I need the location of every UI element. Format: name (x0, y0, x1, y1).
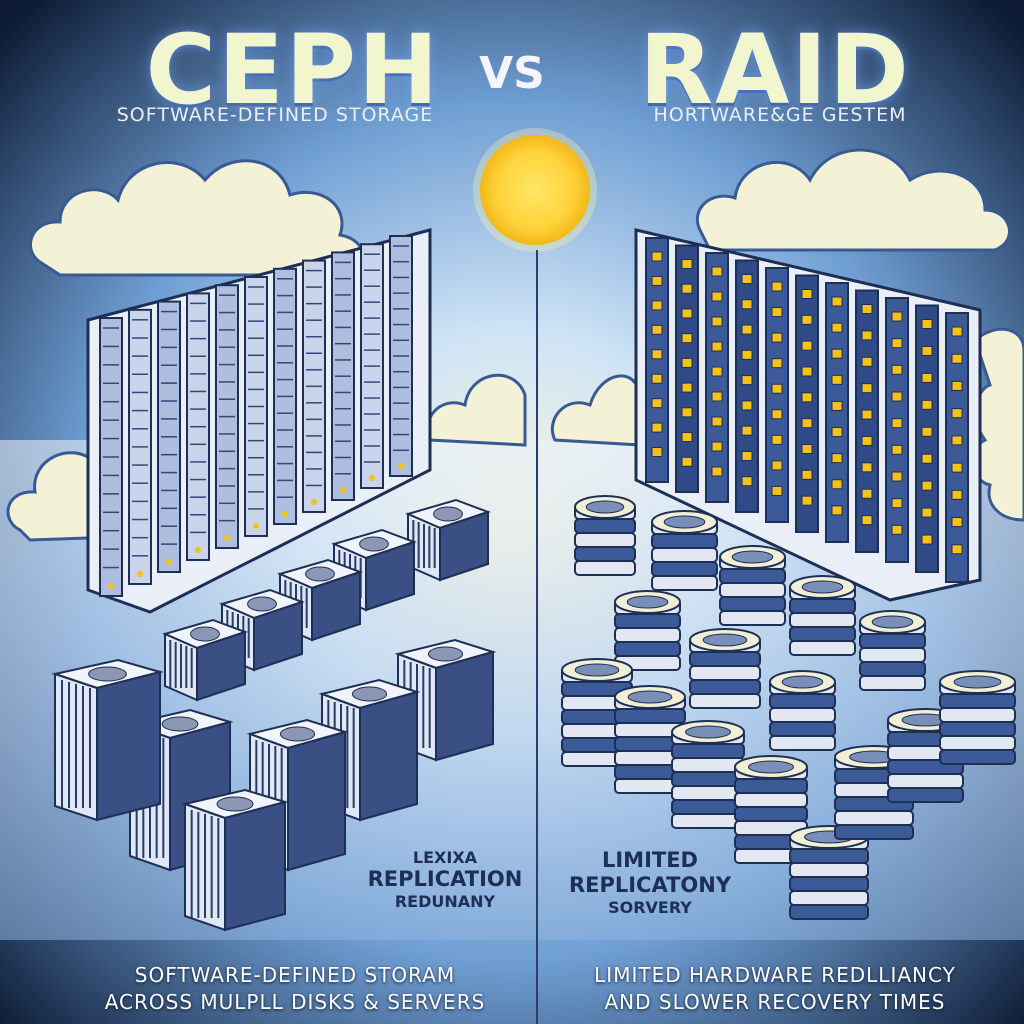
rack-module (705, 252, 729, 503)
raid-subtitle: HORTWARE&GE GESTEM (653, 104, 907, 126)
raid-feature-line-1: LIMITED (601, 848, 698, 872)
raid-feature-text: LIMITED REPLICATONY SORVERY (555, 848, 745, 918)
vs-label: VS (479, 48, 545, 99)
raid-feature-line-3: SORVERY (608, 898, 692, 918)
rack-module (675, 244, 699, 493)
rack-module (915, 304, 939, 573)
disk-stack-icon (671, 720, 745, 829)
disk-stack-icon (651, 510, 718, 591)
disk-stack-icon (939, 670, 1016, 765)
server-tower-group (51, 498, 497, 932)
ceph-title: CEPH (145, 14, 441, 126)
disk-stack-icon (614, 590, 681, 671)
ceph-feature-line-2: REPLICATION (367, 867, 523, 892)
server-tower-icon (405, 498, 491, 582)
rack-module (825, 282, 849, 543)
cloud-icon (696, 148, 1011, 252)
raid-caption: LIMITED HARDWARE REDLLIANCY AND SLOWER R… (555, 962, 995, 1016)
ceph-caption: SOFTWARE-DEFINED STORAM ACROSS MULPLL DI… (60, 962, 530, 1016)
disk-stack-icon (689, 628, 761, 709)
rack-module (945, 312, 969, 583)
disk-stack-group (561, 495, 1016, 920)
rack-module (645, 237, 669, 483)
ceph-feature-line-3: REDUNANY (394, 892, 496, 912)
rack-module (855, 289, 879, 553)
disk-stack-icon (789, 575, 856, 656)
server-tower-icon (51, 658, 164, 822)
ceph-caption-line-2: ACROSS MULPLL DISKS & SERVERS (104, 990, 486, 1014)
rack-module (735, 259, 759, 513)
ceph-caption-line-1: SOFTWARE-DEFINED STORAM (134, 963, 456, 987)
raid-title: RAID (639, 14, 911, 126)
server-rack-icon (86, 228, 432, 614)
disk-stack-icon (859, 610, 926, 691)
disk-stack-icon (734, 755, 808, 864)
rack-module (765, 267, 789, 523)
ceph-subtitle: SOFTWARE-DEFINED STORAGE (116, 104, 434, 126)
disk-stack-icon (769, 670, 836, 751)
disk-stack-icon (574, 495, 636, 576)
rack-module (885, 297, 909, 563)
ceph-feature-text: LEXIXA REPLICATION REDUNANY (360, 848, 530, 912)
raid-caption-line-2: AND SLOWER RECOVERY TIMES (604, 990, 946, 1014)
sun-icon (473, 128, 597, 252)
raid-caption-line-1: LIMITED HARDWARE REDLLIANCY (594, 963, 956, 987)
server-rack-icon (634, 228, 982, 602)
server-tower-icon (162, 618, 248, 702)
disk-stack-icon (614, 685, 686, 794)
disk-stack-icon (719, 545, 786, 626)
disk-stack-icon (789, 825, 869, 920)
cloud-icon (29, 159, 364, 277)
ceph-feature-line-1: LEXIXA (412, 848, 478, 867)
server-tower-icon (181, 788, 289, 932)
rack-module (795, 274, 819, 533)
raid-feature-line-2: REPLICATONY (568, 873, 732, 898)
